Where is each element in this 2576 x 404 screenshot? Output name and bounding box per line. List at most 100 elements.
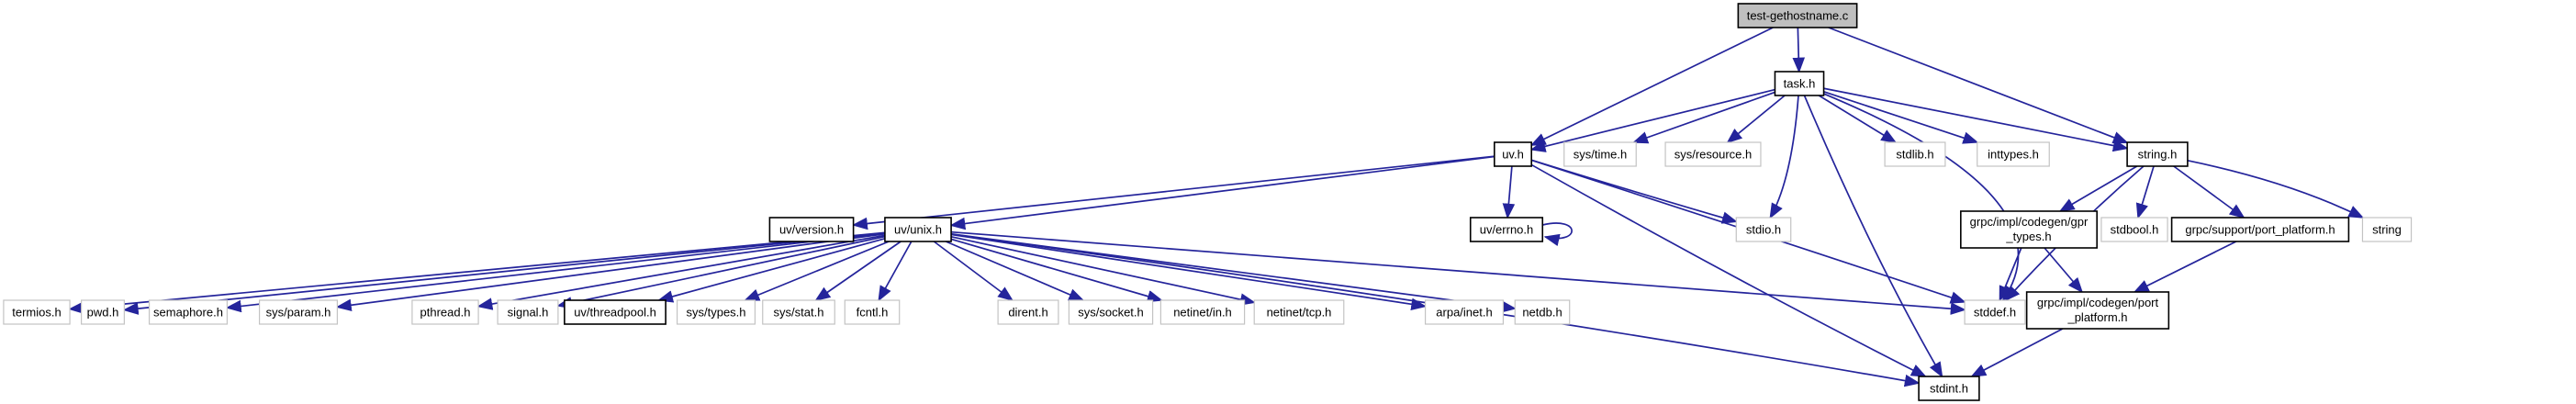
edge-uv-unix-h-to-sys-types-h [744, 241, 890, 301]
node-box [411, 299, 479, 325]
node-pwd-h: pwd.h [81, 299, 125, 325]
edge-task-h-to-stdint-h [1803, 95, 1943, 378]
node-label: netdb.h [1522, 306, 1562, 320]
node-box [2361, 217, 2413, 242]
node-box [3, 299, 71, 325]
edge-test-gethostname-c-to-uv-h [1529, 27, 1774, 146]
node-label: sys/stat.h [774, 306, 824, 320]
node-sys-stat-h: sys/stat.h [762, 299, 835, 325]
edge-uv-unix-h-to-arpa-inet-h [950, 233, 1428, 311]
node-box [148, 299, 229, 325]
node-label: sys/socket.h [1078, 306, 1144, 320]
node-netinet-in-h: netinet/in.h [1159, 299, 1246, 325]
node-box [1774, 71, 1825, 96]
node-box [997, 299, 1059, 325]
node-box [1664, 141, 1762, 167]
node-test-gethostname-c: test-gethostname.c [1737, 3, 1858, 28]
node-box [2100, 217, 2168, 242]
edge-uv-unix-h-to-uv-threadpool-h [657, 238, 886, 303]
edge-uv-unix-h-to-sys-socket-h [945, 241, 1085, 301]
node-box [1514, 299, 1571, 325]
node-box [1494, 141, 1533, 167]
node-label: netinet/tcp.h [1267, 306, 1332, 320]
edge-uv-unix-h-to-pwd-h [122, 231, 886, 315]
node-box [497, 299, 559, 325]
node-box [1737, 3, 1858, 28]
edge-uv-unix-h-to-dirent-h [933, 241, 1014, 302]
node-grpc-impl-codegen-port-platform-h[interactable]: grpc/impl/codegen/port_platform.h [2025, 291, 2170, 330]
node-box [762, 299, 835, 325]
node-signal-h: signal.h [497, 299, 559, 325]
node-label: sys/resource.h [1674, 148, 1753, 162]
node-box [81, 299, 125, 325]
node-label: arpa/inet.h [1436, 306, 1492, 320]
node-uv-threadpool-h[interactable]: uv/threadpool.h [564, 299, 666, 325]
node-string-h[interactable]: string.h [2126, 141, 2189, 167]
node-label: stdbool.h [2111, 223, 2159, 237]
node-label: task.h [1784, 77, 1816, 91]
node-box [1253, 299, 1345, 325]
node-box [2126, 141, 2189, 167]
node-label: stdlib.h [1896, 148, 1933, 162]
node-label: netinet/in.h [1173, 306, 1232, 320]
node-termios-h: termios.h [3, 299, 71, 325]
node-grpc-support-port-platform-h[interactable]: grpc/support/port_platform.h [2170, 217, 2350, 242]
node-label: pthread.h [420, 306, 471, 320]
edge-string-h-to-grpc-impl-codegen-gpr-types-h [2058, 165, 2138, 212]
edge-task-h-to-sys-time-h [1632, 91, 1775, 144]
node-label: uv/threadpool.h [574, 306, 656, 320]
node-netinet-tcp-h: netinet/tcp.h [1253, 299, 1345, 325]
node-box [1068, 299, 1154, 325]
node-sys-types-h: sys/types.h [676, 299, 756, 325]
node-label: uv/errno.h [1480, 223, 1534, 237]
edge-task-h-to-sys-resource-h [1726, 95, 1786, 144]
node-label: test-gethostname.c [1747, 9, 1849, 23]
node-box [1884, 141, 1946, 167]
edge-task-h-to-stddef-h [1823, 93, 2020, 302]
node-uv-errno-h[interactable]: uv/errno.h [1469, 217, 1544, 242]
node-label: stdio.h [1746, 223, 1781, 237]
node-label: sys/param.h [266, 306, 331, 320]
node-sys-socket-h: sys/socket.h [1068, 299, 1154, 325]
node-uv-version-h[interactable]: uv/version.h [768, 217, 855, 242]
node-box [1960, 210, 2098, 249]
node-box [1964, 299, 2026, 325]
edge-uv-unix-h-to-netinet-in-h [950, 238, 1163, 303]
node-box [1563, 141, 1637, 167]
node-label: grpc/support/port_platform.h [2185, 223, 2335, 237]
node-label: string.h [2138, 148, 2178, 162]
edge-uv-unix-h-to-termios-h [68, 231, 886, 314]
node-label: _types.h [2005, 230, 2051, 243]
node-sys-param-h: sys/param.h [258, 299, 339, 325]
node-box [1977, 141, 2050, 167]
edge-uv-unix-h-to-netinet-tcp-h [950, 235, 1256, 306]
edge-uv-h-to-stdint-h [1530, 163, 1927, 377]
node-label: pwd.h [87, 306, 119, 320]
edge-uv-unix-h-to-pthread-h [476, 234, 886, 310]
edge-uv-h-to-uv-version-h [851, 155, 1495, 230]
node-box [1159, 299, 1246, 325]
node-box [1735, 217, 1792, 242]
edge-string-h-to-grpc-support-port-platform-h [2173, 165, 2246, 219]
node-box [676, 299, 756, 325]
node-stddef-h: stddef.h [1964, 299, 2026, 325]
node-label: fcntl.h [857, 306, 889, 320]
node-dirent-h: dirent.h [997, 299, 1059, 325]
node-label: stdint.h [1930, 382, 1968, 396]
node-stdint-h[interactable]: stdint.h [1918, 376, 1980, 401]
node-box [258, 299, 339, 325]
node-string: string [2361, 217, 2413, 242]
node-task-h[interactable]: task.h [1774, 71, 1825, 96]
node-uv-h[interactable]: uv.h [1494, 141, 1533, 167]
edges-layer [68, 27, 2365, 387]
node-label: inttypes.h [1988, 148, 2039, 162]
node-box [564, 299, 666, 325]
node-label: dirent.h [1008, 306, 1047, 320]
edge-string-h-to-stdbool-h [2135, 165, 2155, 219]
edge-uv-unix-h-to-sys-param-h [335, 232, 886, 312]
node-stdlib-h: stdlib.h [1884, 141, 1946, 167]
node-uv-unix-h[interactable]: uv/unix.h [884, 217, 952, 242]
node-grpc-impl-codegen-gpr-types-h[interactable]: grpc/impl/codegen/gpr_types.h [1960, 210, 2098, 249]
edge-uv-unix-h-to-semaphore-h [225, 232, 886, 313]
